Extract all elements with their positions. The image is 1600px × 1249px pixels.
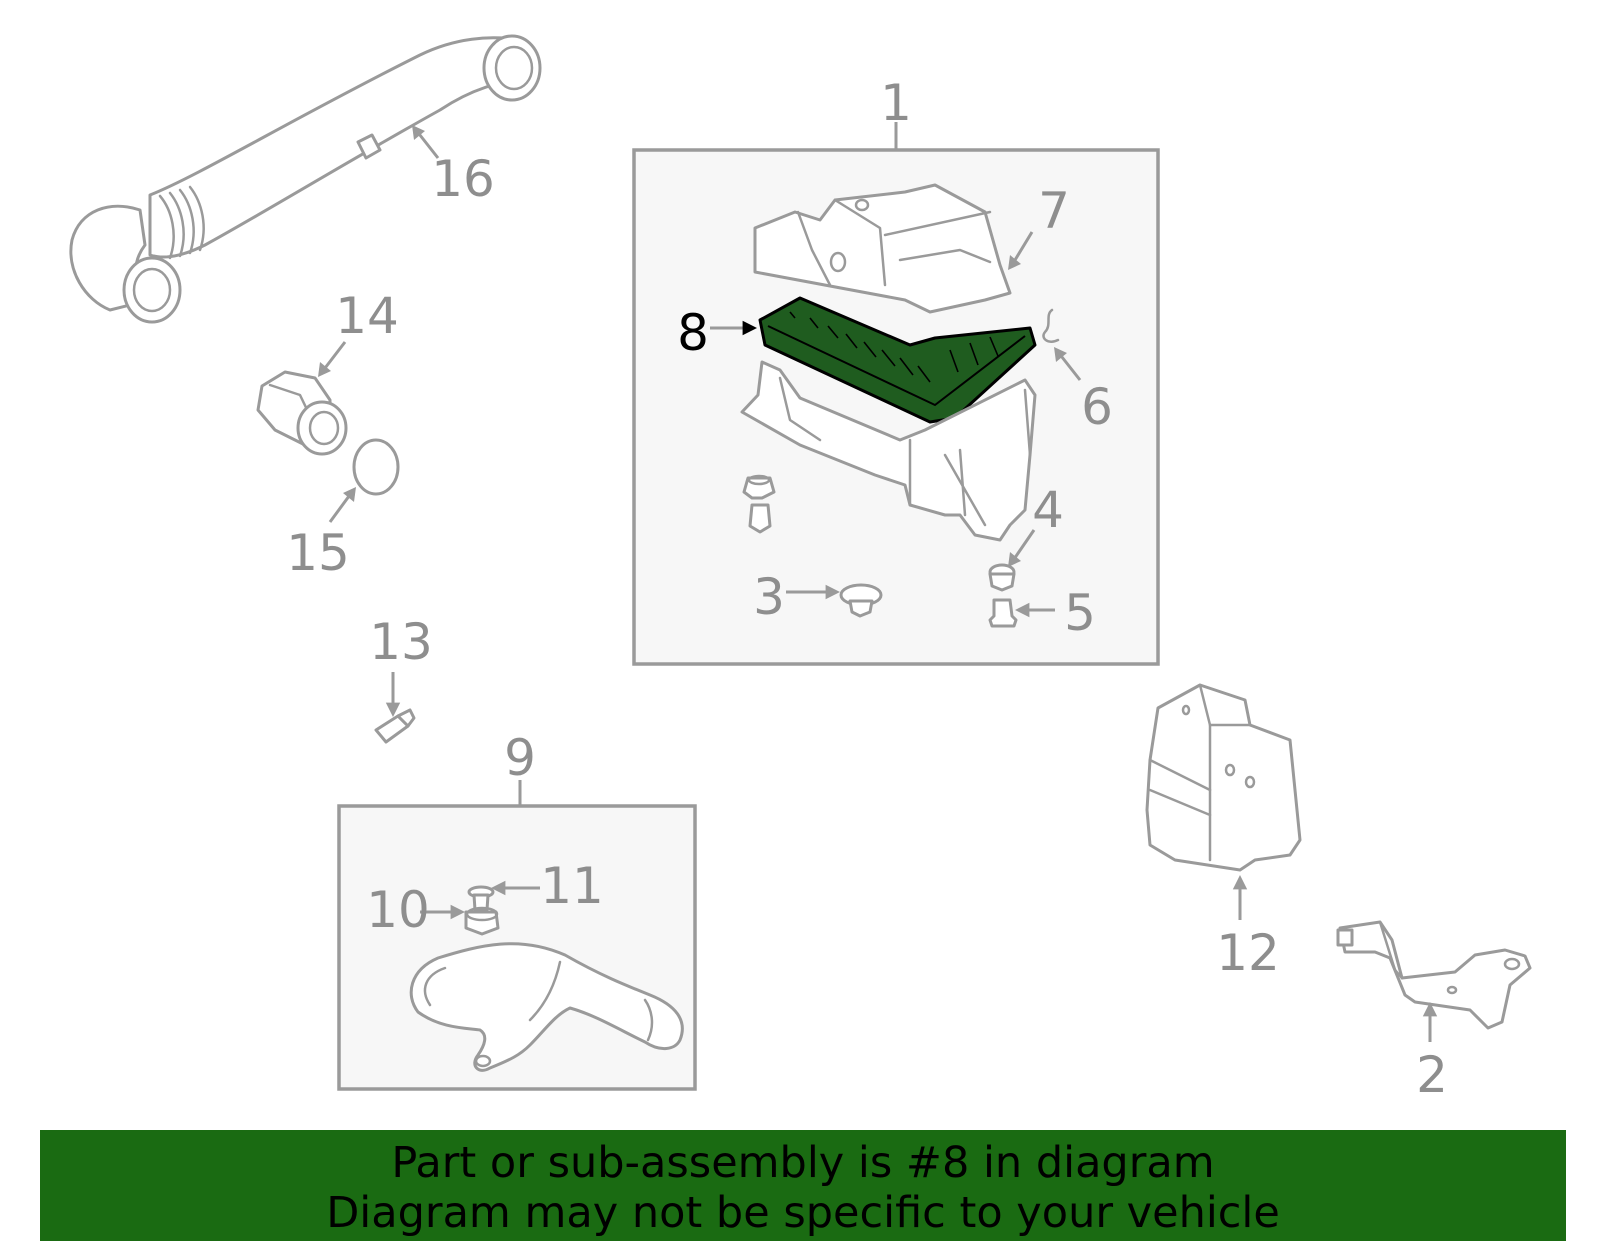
leader-arrow-icon [412, 125, 425, 140]
info-banner: Part or sub-assembly is #8 in diagram Di… [40, 1130, 1566, 1241]
air-filter-pleats [789, 311, 999, 383]
leader-lines [318, 122, 1438, 1042]
leader-arrow-icon [1015, 602, 1030, 618]
part-12-bracket[interactable] [1145, 683, 1302, 872]
part-6-clip[interactable] [1042, 308, 1060, 343]
leader-arrow-icon [742, 320, 757, 336]
banner-line-2: Diagram may not be specific to your vehi… [326, 1188, 1280, 1238]
part-15-o-ring[interactable] [352, 438, 400, 496]
air-filter-element[interactable] [758, 296, 1037, 424]
callout-9[interactable]: 9 [504, 729, 536, 787]
callout-13[interactable]: 13 [369, 613, 433, 671]
leader-arrow-icon [1008, 552, 1021, 567]
callout-10[interactable]: 10 [366, 881, 430, 939]
leader-arrow-icon [343, 487, 356, 502]
lower-housing[interactable] [740, 360, 1037, 542]
leader-arrow-icon [1008, 255, 1021, 270]
assembly-9-air-duct[interactable] [409, 942, 684, 1072]
callout-1[interactable]: 1 [880, 74, 912, 132]
part-4-grommet[interactable] [988, 563, 1016, 592]
part-14-mass-air-flow-sensor[interactable] [256, 370, 348, 456]
leader-arrow-icon [385, 702, 401, 717]
callout-16[interactable]: 16 [431, 150, 495, 208]
leader-arrow-icon [318, 362, 331, 377]
part-7-upper-housing[interactable] [753, 183, 1012, 314]
callout-11[interactable]: 11 [540, 857, 604, 915]
leader-arrow-icon [1054, 347, 1067, 362]
banner-line-1: Part or sub-assembly is #8 in diagram [391, 1138, 1215, 1188]
callout-6[interactable]: 6 [1081, 378, 1113, 436]
part-2-lower-bracket[interactable] [1336, 920, 1532, 1030]
part-16-intake-hose[interactable] [69, 34, 542, 324]
callout-3[interactable]: 3 [753, 568, 785, 626]
callout-8[interactable]: 8 [677, 304, 709, 362]
part-11-bolt[interactable] [467, 885, 495, 912]
callout-14[interactable]: 14 [335, 287, 399, 345]
part-10-grommet[interactable] [464, 906, 500, 936]
callout-2[interactable]: 2 [1416, 1046, 1448, 1104]
callout-15[interactable]: 15 [286, 524, 350, 582]
part-13-sensor[interactable] [374, 708, 416, 744]
leader-arrow-icon [491, 880, 506, 896]
callout-12[interactable]: 12 [1216, 924, 1280, 982]
part-3-grommet[interactable] [839, 583, 883, 618]
leader-arrow-icon [1232, 875, 1248, 890]
leader-arrow-icon [450, 904, 465, 920]
part-8-air-filter[interactable] [758, 296, 1037, 424]
part-5-collar[interactable] [988, 598, 1018, 628]
leader-arrow-icon [1422, 1002, 1438, 1017]
callout-5[interactable]: 5 [1064, 584, 1096, 642]
callout-7[interactable]: 7 [1038, 182, 1070, 240]
callout-4[interactable]: 4 [1032, 481, 1064, 539]
housing-grommets[interactable] [742, 474, 776, 534]
leader-arrow-icon [825, 584, 840, 600]
